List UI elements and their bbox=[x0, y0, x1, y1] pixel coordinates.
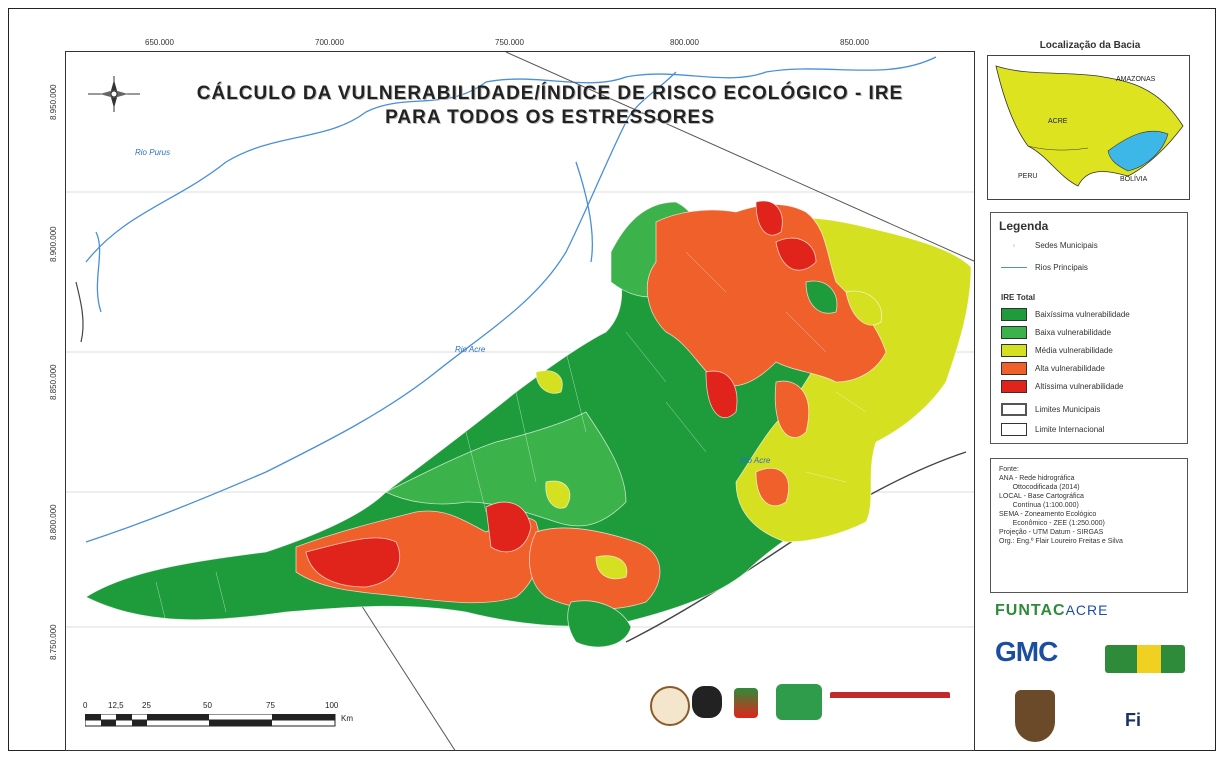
legend-swatch bbox=[1001, 308, 1027, 321]
scale-label: 50 bbox=[203, 701, 212, 710]
location-inset-map: AMAZONAS ACRE PERU BOLÍVIA bbox=[987, 55, 1190, 200]
left-tick-label: 8.850.000 bbox=[49, 364, 58, 400]
partner-seal-logo bbox=[650, 686, 690, 726]
gmc-logo: GMC bbox=[995, 636, 1058, 667]
legend-swatch bbox=[1001, 423, 1027, 436]
map-title-line1: CÁLCULO DA VULNERABILIDADE/ÍNDICE DE RIS… bbox=[196, 83, 904, 104]
river-label: Rio Acre bbox=[455, 345, 486, 354]
top-tick-label: 750.000 bbox=[495, 38, 524, 47]
crest-logo bbox=[1015, 690, 1055, 742]
top-tick-label: 700.000 bbox=[315, 38, 344, 47]
source-line: Ottocodificada (2014) bbox=[999, 484, 1080, 491]
source-line: ANA - Rede hidrográfica bbox=[999, 475, 1075, 482]
funtac-logo: FUNTACACRE bbox=[995, 602, 1109, 619]
river-purus bbox=[85, 56, 937, 263]
north-arrow-icon bbox=[84, 74, 144, 114]
wwf-panda-logo bbox=[692, 686, 722, 718]
legend-swatch bbox=[1001, 344, 1027, 357]
legend-swatch bbox=[1001, 362, 1027, 375]
scale-label: 25 bbox=[142, 701, 151, 710]
legend-ire-title: IRE Total bbox=[1001, 293, 1036, 302]
source-line: Projeção - UTM Datum - SIRGAS bbox=[999, 529, 1104, 536]
partner-logo bbox=[776, 684, 822, 720]
funtac-logo-text: FUNTAC bbox=[995, 602, 1066, 619]
legend-item-rivers: Rios Principais bbox=[1001, 263, 1088, 272]
inset-label: BOLÍVIA bbox=[1120, 176, 1148, 183]
source-line: SEMA - Zoneamento Ecológico bbox=[999, 511, 1097, 518]
scale-label: 12,5 bbox=[108, 701, 124, 710]
left-tick-label: 8.800.000 bbox=[49, 504, 58, 540]
legend-title: Legenda bbox=[999, 219, 1049, 233]
acre-government-logo bbox=[1105, 645, 1185, 673]
left-tick-label: 8.900.000 bbox=[49, 226, 58, 262]
source-line: Contínua (1:100.000) bbox=[999, 502, 1079, 509]
basin-map-svg bbox=[66, 52, 974, 750]
river-acre-main bbox=[85, 71, 677, 543]
left-tick-label: 8.950.000 bbox=[49, 84, 58, 120]
river-label: Rio Acre bbox=[740, 456, 771, 465]
sources-panel: Fonte: ANA - Rede hidrográfica Ottocodif… bbox=[990, 458, 1188, 593]
legend-panel: Legenda ◦ Sedes Municipais Rios Principa… bbox=[990, 212, 1188, 444]
legend-swatch bbox=[1001, 380, 1027, 393]
legend-limit-row: Limites Municipais bbox=[1001, 403, 1100, 416]
map-title-line2: PARA TODOS OS ESTRESSORES bbox=[385, 107, 715, 128]
town-point-icon: ◦ bbox=[1012, 241, 1016, 250]
inset-label: PERU bbox=[1018, 173, 1038, 180]
inset-label: ACRE bbox=[1048, 118, 1068, 125]
source-line: Econômico - ZEE (1:250.000) bbox=[999, 520, 1105, 527]
scale-bar bbox=[84, 713, 340, 735]
top-tick-label: 850.000 bbox=[840, 38, 869, 47]
river-line-icon bbox=[1001, 267, 1027, 268]
top-tick-label: 650.000 bbox=[145, 38, 174, 47]
legend-swatch bbox=[1001, 403, 1027, 416]
legend-class-row: Alta vulnerabilidade bbox=[1001, 362, 1105, 375]
source-line: Org.: Eng.º Flair Loureiro Freitas e Sil… bbox=[999, 538, 1123, 545]
scale-label: 75 bbox=[266, 701, 275, 710]
map-title: CÁLCULO DA VULNERABILIDADE/ÍNDICE DE RIS… bbox=[130, 82, 970, 130]
left-tick-label: 8.750.000 bbox=[49, 624, 58, 660]
map-canvas[interactable] bbox=[65, 51, 975, 751]
partner-logo bbox=[734, 688, 758, 718]
source-line: LOCAL - Base Cartográfica bbox=[999, 493, 1084, 500]
river-label: Rio Purus bbox=[135, 148, 171, 157]
inset-label: AMAZONAS bbox=[1116, 76, 1156, 83]
scale-unit: Km bbox=[341, 714, 353, 723]
legend-item-towns: ◦ Sedes Municipais bbox=[1001, 241, 1098, 250]
scale-label: 0 bbox=[83, 701, 88, 710]
source-line: Fonte: bbox=[999, 466, 1019, 473]
legend-swatch bbox=[1001, 326, 1027, 339]
scale-label: 100 bbox=[325, 701, 339, 710]
legend-class-row: Média vulnerabilidade bbox=[1001, 344, 1113, 357]
inset-title: Localização da Bacia bbox=[1039, 40, 1141, 51]
legend-limit-row: Limite Internacional bbox=[1001, 423, 1104, 436]
institution-logo: Fi bbox=[1125, 710, 1141, 730]
legend-class-row: Baixíssima vulnerabilidade bbox=[1001, 308, 1130, 321]
legend-class-row: Altíssima vulnerabilidade bbox=[1001, 380, 1124, 393]
partner-logo bbox=[830, 692, 950, 720]
legend-class-row: Baixa vulnerabilidade bbox=[1001, 326, 1111, 339]
top-tick-label: 800.000 bbox=[670, 38, 699, 47]
